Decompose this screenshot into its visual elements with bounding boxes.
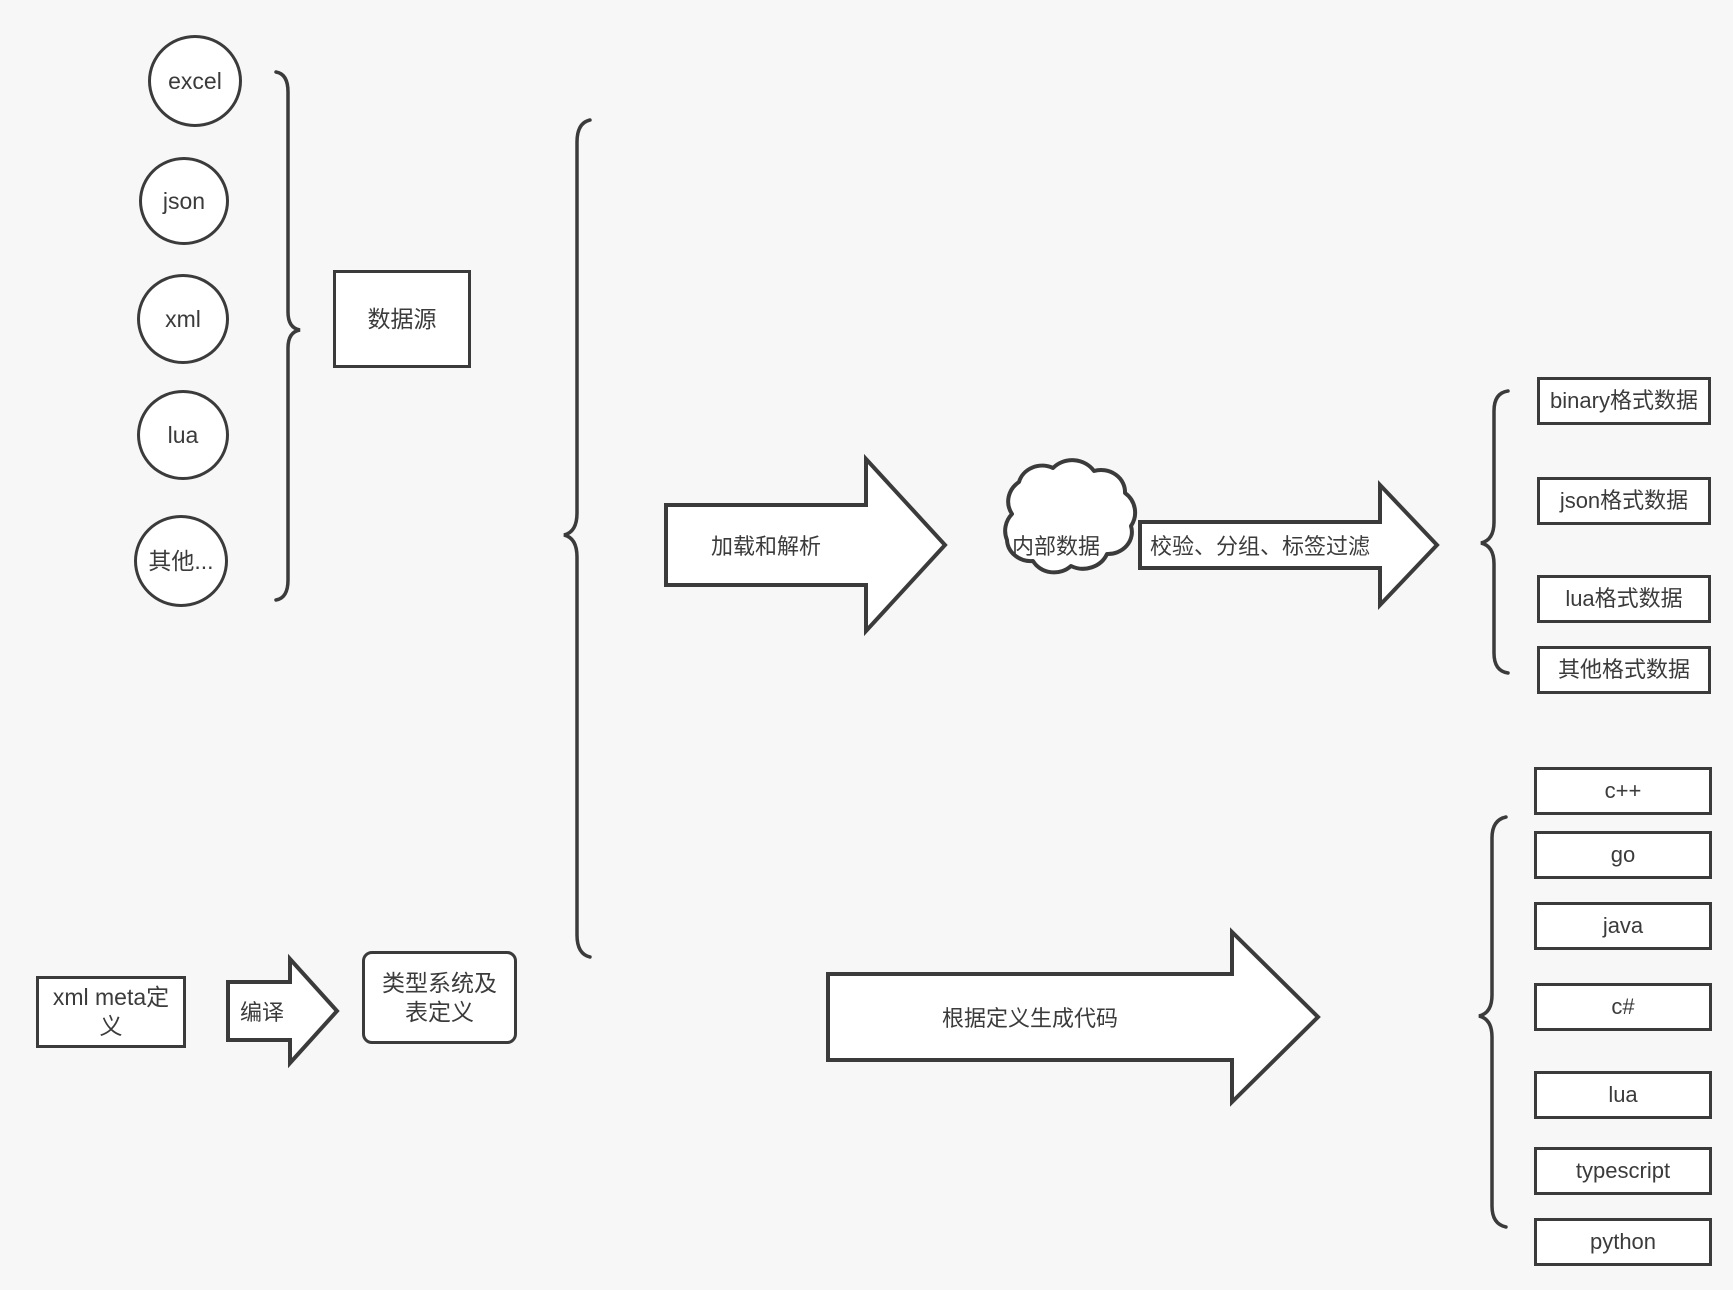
source-node-excel[interactable]: excel xyxy=(148,35,242,127)
output-format-label: 其他格式数据 xyxy=(1557,657,1690,683)
xml-meta-definition-label: xml meta定义 xyxy=(52,984,170,1039)
output-language-label: typescript xyxy=(1575,1158,1671,1184)
load-parse-text: 加载和解析 xyxy=(710,534,821,559)
output-language-label: go xyxy=(1610,842,1636,868)
output-language-label: c# xyxy=(1611,994,1635,1020)
validate-filter-label: 校验、分组、标签过滤 xyxy=(1140,522,1380,568)
output-language-label: c++ xyxy=(1604,778,1642,804)
output-language-label: java xyxy=(1602,913,1644,939)
sources-brace xyxy=(274,70,301,602)
internal-data-cloud xyxy=(1003,458,1138,575)
output-language-label: lua xyxy=(1608,1082,1638,1108)
compile-arrow xyxy=(226,953,340,1069)
output-language-java[interactable]: java xyxy=(1534,902,1712,950)
output-language-cpp[interactable]: c++ xyxy=(1534,767,1712,815)
codegen-label: 根据定义生成代码 xyxy=(828,974,1232,1060)
output-format-json[interactable]: json格式数据 xyxy=(1537,477,1711,525)
internal-data-label: 内部数据 xyxy=(994,520,1118,570)
source-node-lua[interactable]: lua xyxy=(137,390,229,480)
source-node-xml[interactable]: xml xyxy=(137,274,229,364)
data-source-box[interactable]: 数据源 xyxy=(333,270,471,368)
source-node-label: excel xyxy=(168,67,222,94)
output-format-binary[interactable]: binary格式数据 xyxy=(1537,377,1711,425)
source-node-label: xml xyxy=(165,305,201,332)
output-language-lua[interactable]: lua xyxy=(1534,1071,1712,1119)
languages-brace xyxy=(1478,815,1508,1229)
compile-text: 编译 xyxy=(239,1000,284,1025)
output-language-go[interactable]: go xyxy=(1534,831,1712,879)
source-node-json[interactable]: json xyxy=(139,157,229,245)
load-parse-label: 加载和解析 xyxy=(666,520,866,570)
output-language-python[interactable]: python xyxy=(1534,1218,1712,1266)
source-node-label: lua xyxy=(167,421,199,448)
load-parse-arrow xyxy=(664,453,948,637)
validate-filter-text: 校验、分组、标签过滤 xyxy=(1149,534,1370,559)
output-format-label: json格式数据 xyxy=(1559,488,1689,514)
output-format-other[interactable]: 其他格式数据 xyxy=(1537,646,1711,694)
source-node-label: json xyxy=(162,187,206,214)
output-format-label: lua格式数据 xyxy=(1565,586,1683,612)
pipeline-brace xyxy=(563,118,592,959)
xml-meta-definition-box[interactable]: xml meta定义 xyxy=(36,976,186,1048)
type-system-box[interactable]: 类型系统及表定义 xyxy=(362,951,517,1044)
output-format-lua[interactable]: lua格式数据 xyxy=(1537,575,1711,623)
codegen-text: 根据定义生成代码 xyxy=(941,1006,1118,1031)
output-language-typescript[interactable]: typescript xyxy=(1534,1147,1712,1195)
compile-label: 编译 xyxy=(228,982,296,1040)
internal-data-text: 内部数据 xyxy=(1011,534,1100,559)
output-language-csharp[interactable]: c# xyxy=(1534,983,1712,1031)
codegen-arrow-shape xyxy=(826,927,1321,1107)
type-system-label: 类型系统及表定义 xyxy=(382,969,497,1025)
data-source-label: 数据源 xyxy=(367,305,437,332)
output-format-label: binary格式数据 xyxy=(1550,388,1698,414)
source-node-other[interactable]: 其他... xyxy=(134,515,228,607)
source-node-label: 其他... xyxy=(148,547,214,574)
output-language-label: python xyxy=(1589,1229,1657,1255)
validate-group-filter-arrow xyxy=(1138,479,1440,611)
formats-brace xyxy=(1480,389,1510,675)
